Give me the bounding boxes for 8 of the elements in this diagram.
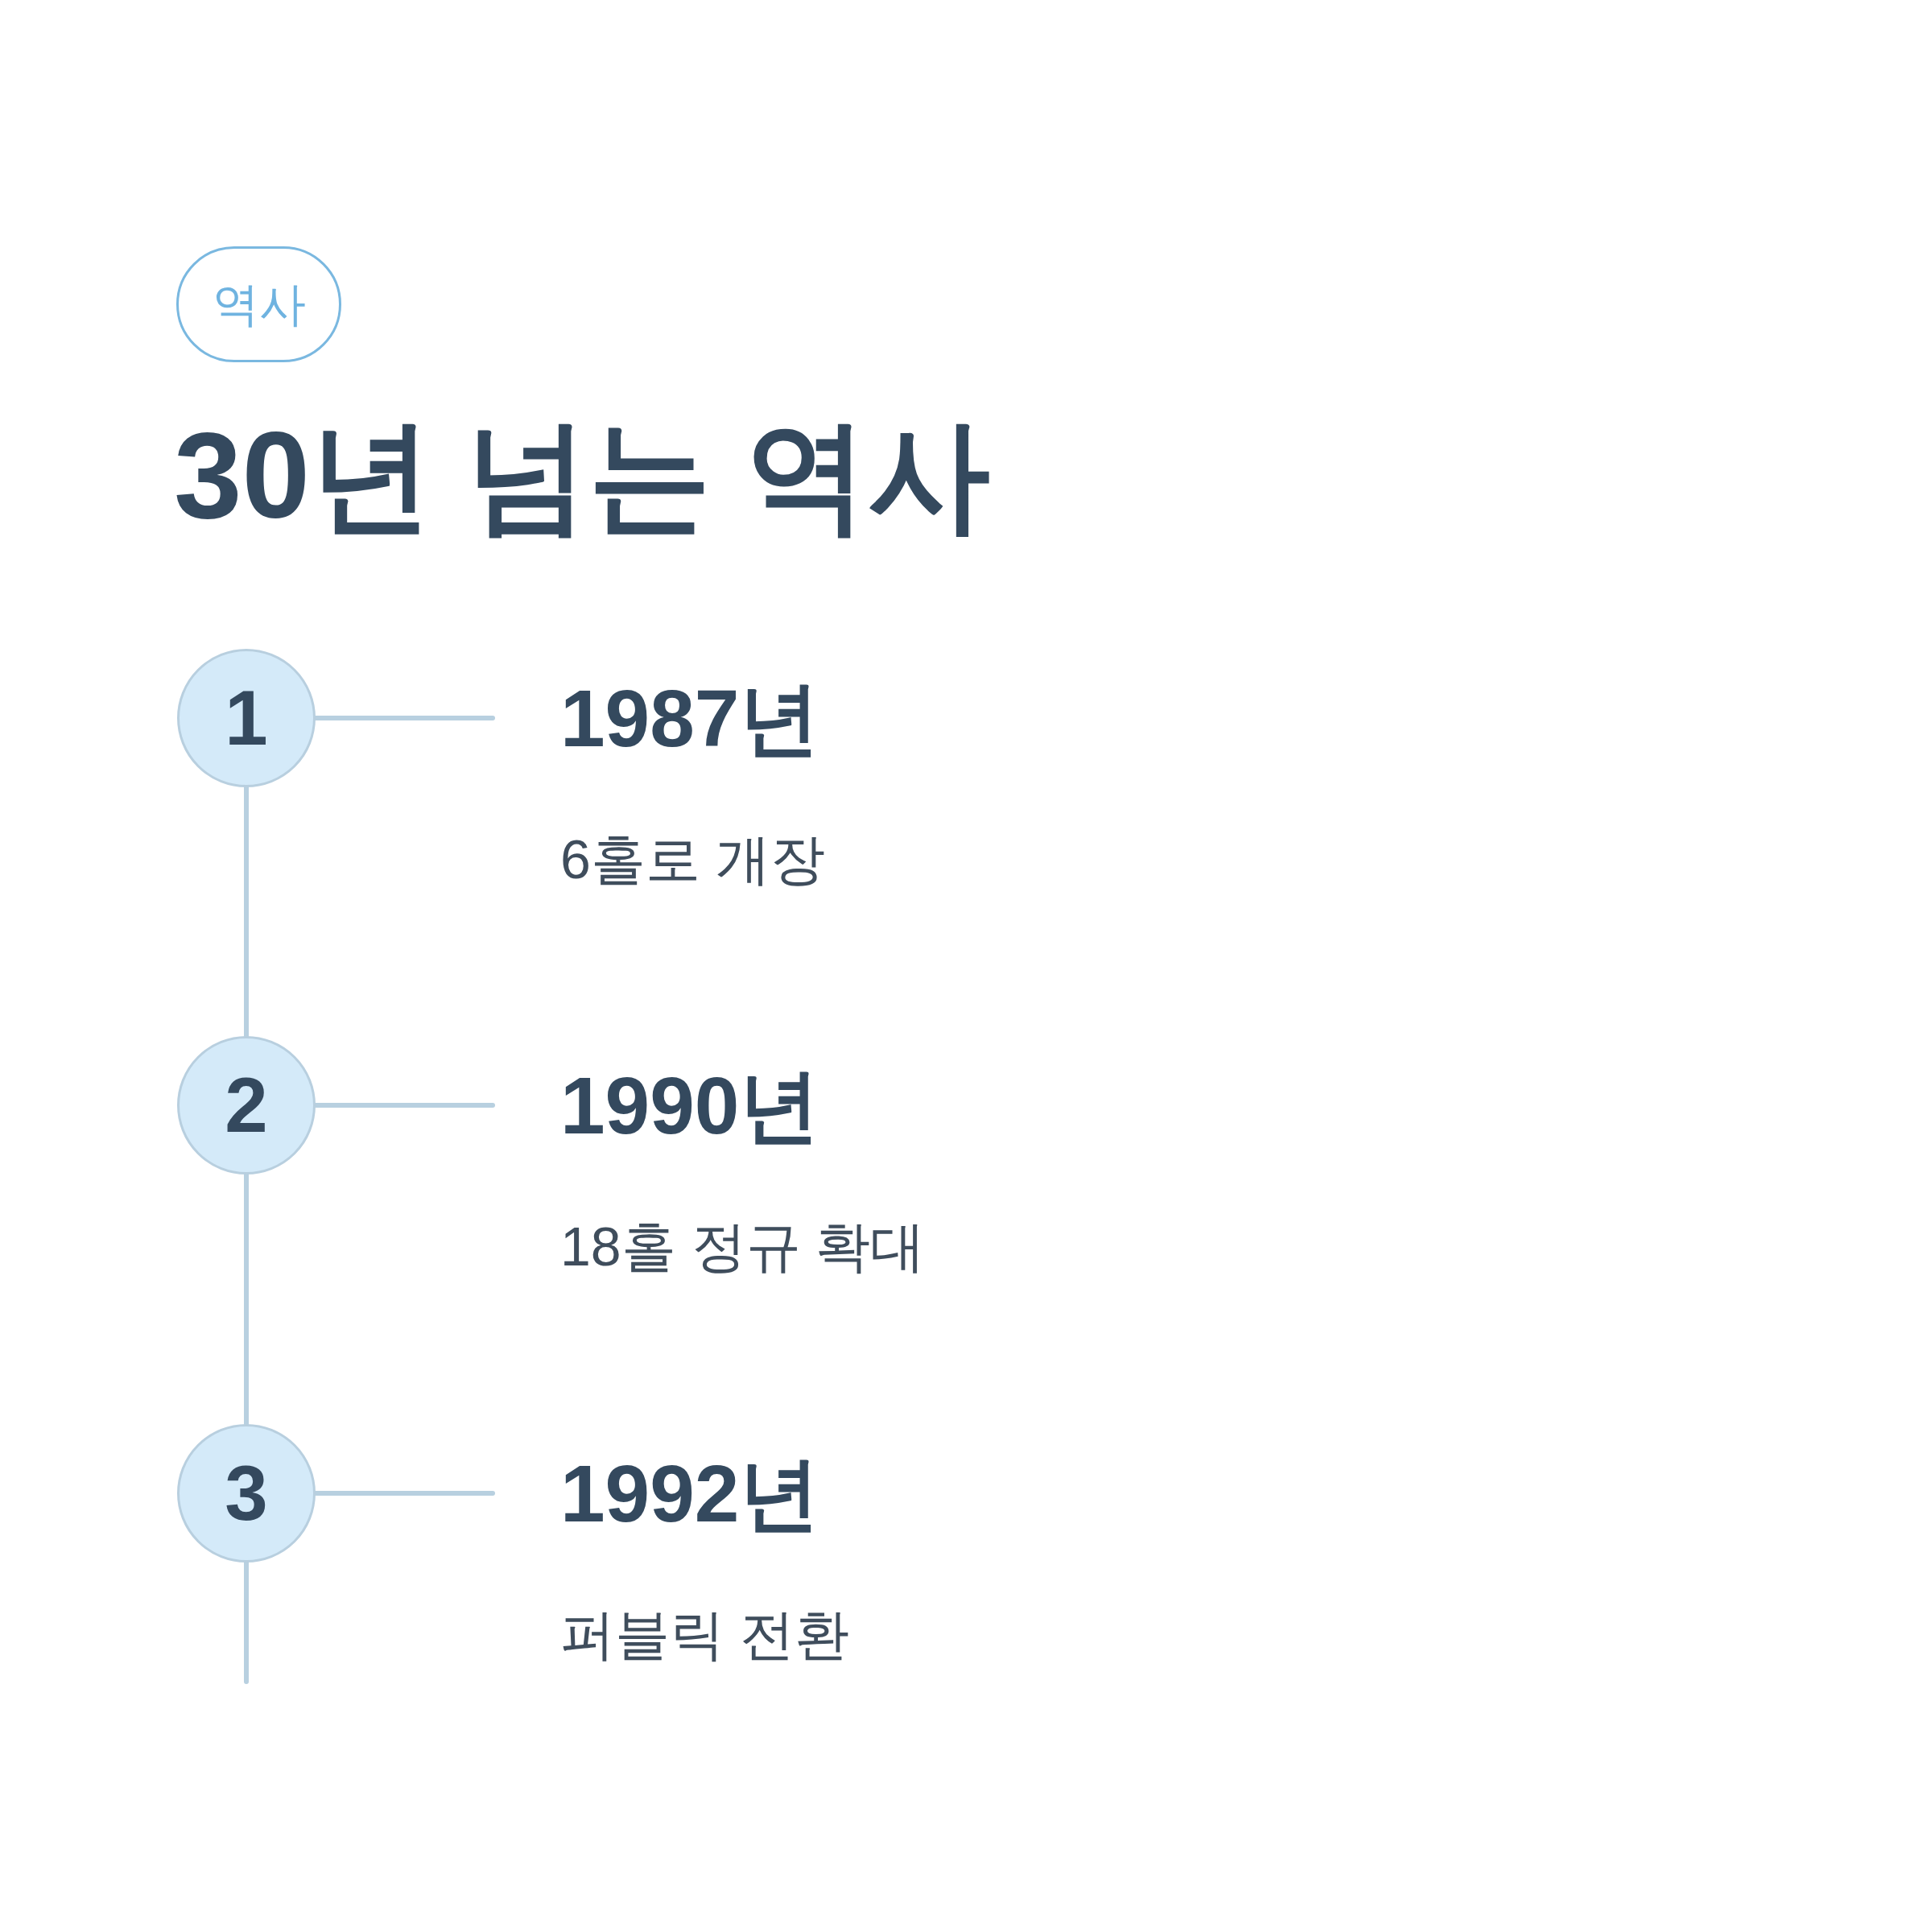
event-description: 퍼블릭 전환 bbox=[560, 1603, 849, 1666]
tag-pill: 역사 bbox=[176, 246, 341, 362]
year-heading: 1990년 bbox=[560, 1059, 820, 1152]
year-heading: 1987년 bbox=[560, 672, 820, 765]
year-heading: 1992년 bbox=[560, 1447, 820, 1540]
event-description: 18홀 정규 확대 bbox=[560, 1215, 926, 1278]
event-description: 6홀로 개장 bbox=[560, 828, 825, 891]
page-title: 30년 넘는 역사 bbox=[174, 406, 990, 545]
